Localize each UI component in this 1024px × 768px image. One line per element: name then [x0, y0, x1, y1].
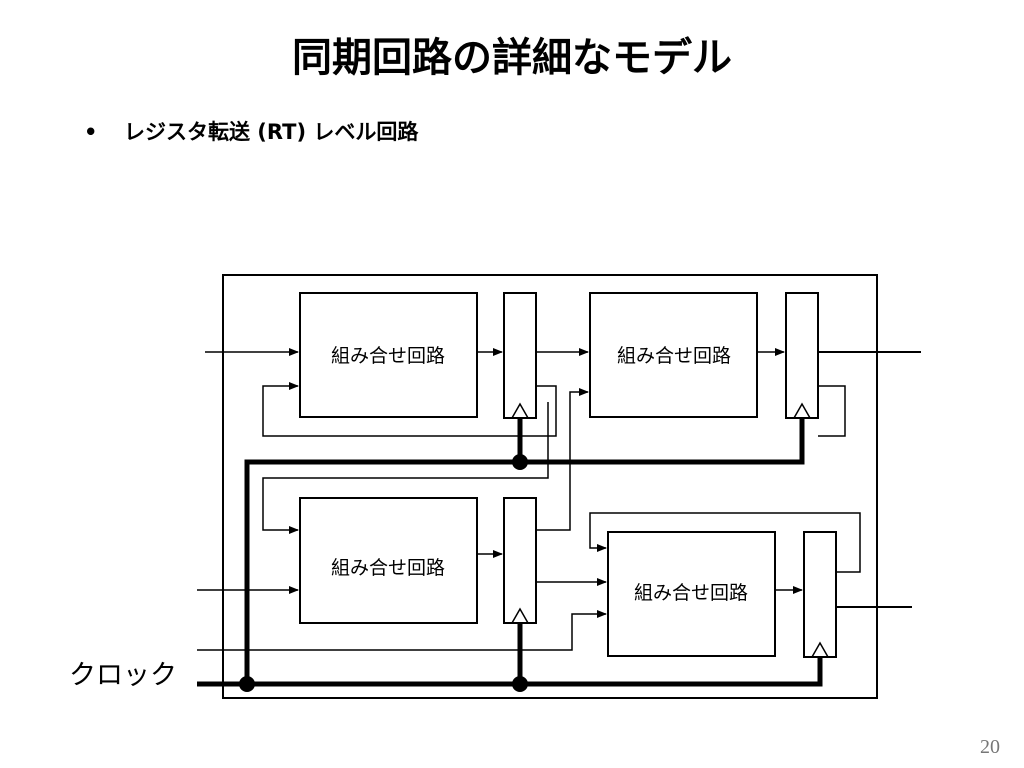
bullet-marker: • [84, 120, 98, 144]
block-label-1: 組み合せ回路 [331, 345, 445, 367]
junction-dot [512, 676, 528, 692]
clock-triangle-4 [811, 641, 829, 658]
junction-dot [512, 454, 528, 470]
bullet-text: レジスタ転送 (RT) レベル回路 [124, 120, 419, 144]
block-label-2: 組み合せ回路 [617, 345, 731, 367]
block-label-3: 組み合せ回路 [331, 557, 445, 579]
clock-triangle-1 [511, 402, 529, 419]
combinational-block-3 [299, 497, 478, 624]
clock-label: クロック [69, 660, 177, 691]
circuit-boundary [222, 274, 878, 699]
register-3 [503, 497, 537, 624]
register-1 [503, 292, 537, 419]
clock-junctions [239, 454, 528, 692]
combinational-block-1 [299, 292, 478, 418]
combinational-block-2 [589, 292, 758, 418]
clock-wires [197, 418, 823, 687]
clock-triangle-3 [511, 607, 529, 624]
combinational-block-4 [607, 531, 776, 657]
register-4 [803, 531, 837, 658]
slide-title: 同期回路の詳細なモデル [292, 35, 732, 81]
bullet-item: • レジスタ転送 (RT) レベル回路 [84, 117, 418, 147]
register-2 [785, 292, 819, 419]
page-number: 20 [980, 736, 1000, 758]
block-label-4: 組み合せ回路 [634, 582, 748, 604]
clock-triangle-2 [793, 402, 811, 419]
signal-wires [197, 348, 861, 651]
junction-dot [239, 676, 255, 692]
